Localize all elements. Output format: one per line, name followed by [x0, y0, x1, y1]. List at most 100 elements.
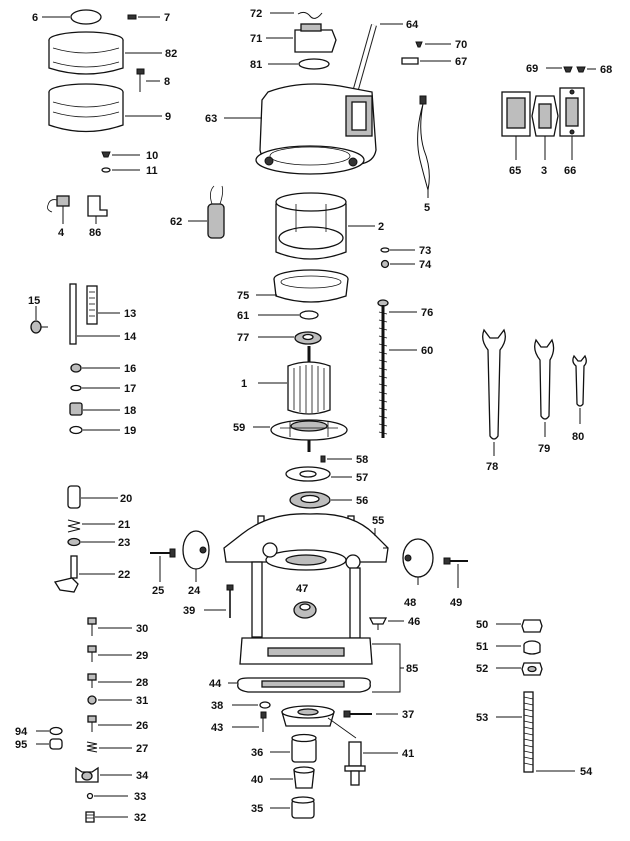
callout-46: 46	[408, 616, 420, 628]
callout-94: 94	[15, 726, 28, 738]
part-62-capacitor	[188, 185, 225, 239]
callout-24: 24	[188, 585, 201, 597]
part-69-screw	[546, 66, 573, 73]
callout-81: 81	[250, 59, 262, 71]
part-49-pin	[443, 557, 468, 588]
callout-58: 58	[356, 454, 368, 466]
part-31-nut	[87, 695, 132, 705]
part-64-cord-guard	[351, 23, 403, 97]
part-74-nut	[380, 259, 415, 269]
callout-57: 57	[356, 472, 368, 484]
callout-22: 22	[118, 569, 130, 581]
part-58-screw	[320, 455, 352, 463]
callout-28: 28	[136, 677, 148, 689]
part-79-wrench	[534, 338, 555, 437]
callout-74: 74	[419, 259, 432, 271]
part-9-housing-band	[48, 83, 162, 133]
callout-38: 38	[211, 700, 223, 712]
callout-40: 40	[251, 774, 263, 786]
part-32-set-screw	[85, 811, 128, 823]
part-6-cap	[42, 9, 102, 25]
callout-31: 31	[136, 695, 148, 707]
part-68-screw	[576, 66, 596, 73]
part-23-washer	[67, 537, 115, 547]
callout-63: 63	[205, 113, 217, 125]
callout-27: 27	[136, 743, 148, 755]
part-14-depth-rod	[69, 283, 120, 345]
part-71-switch	[266, 23, 337, 53]
callout-39: 39	[183, 605, 195, 617]
part-70-screw	[415, 41, 451, 48]
callout-56: 56	[356, 495, 368, 507]
callout-9: 9	[165, 111, 171, 123]
callout-55: 55	[372, 515, 384, 527]
callout-77: 60	[421, 345, 433, 357]
callout-21: 21	[118, 519, 130, 531]
callout-6: 6	[32, 12, 38, 24]
callout-26: 26	[136, 720, 148, 732]
part-33-ball	[86, 792, 128, 800]
callout-4: 4	[58, 227, 65, 239]
part-82-housing-band	[48, 31, 162, 75]
callout-68: 68	[600, 64, 612, 76]
callout-8: 8	[164, 76, 170, 88]
part-30-screw	[87, 617, 132, 636]
part-41-shaft	[344, 741, 398, 786]
part-95-nut	[36, 738, 63, 750]
callout-59: 59	[233, 422, 245, 434]
callout-49: 49	[450, 597, 462, 609]
callout-18: 18	[124, 405, 136, 417]
callout-3: 3	[541, 165, 547, 177]
callout-11: 11	[146, 165, 158, 177]
part-46-knob	[368, 617, 404, 630]
callout-13: 13	[124, 308, 136, 320]
callout-86: 86	[89, 227, 101, 239]
part-29-screw	[87, 645, 132, 662]
callout-35: 35	[251, 803, 263, 815]
part-67-clamp	[401, 57, 451, 65]
part-61-washer	[258, 310, 319, 320]
part-85-base-plate	[239, 637, 404, 693]
part-39-screw	[204, 584, 234, 618]
part-10-screw	[101, 151, 140, 158]
part-86-brush-holder	[87, 195, 108, 224]
part-36-collet	[270, 733, 317, 763]
callout-44: 44	[209, 678, 222, 690]
callout-43: 37	[402, 709, 414, 721]
part-16-nut	[70, 363, 120, 373]
part-78-wrench	[482, 328, 506, 456]
callout-53: 53	[476, 712, 488, 724]
part-19-ring	[69, 425, 120, 435]
part-59-fan	[253, 419, 348, 452]
callout-14: 14	[124, 331, 137, 343]
part-52-nut	[496, 662, 543, 676]
callout-33: 33	[134, 791, 146, 803]
part-47-collar	[293, 601, 317, 619]
part-63-motor-housing	[224, 83, 377, 175]
part-27-spring	[86, 741, 132, 753]
callout-32: 32	[134, 812, 146, 824]
callout-61: 61	[237, 310, 249, 322]
part-51-nut	[496, 640, 541, 655]
part-1-armature	[258, 346, 331, 415]
part-60-bearing	[258, 331, 322, 345]
callout-72: 72	[250, 8, 262, 20]
callout-34: 34	[136, 770, 149, 782]
callout-5: 5	[424, 202, 430, 214]
part-4-brush	[47, 195, 70, 224]
callout-82: 82	[165, 48, 177, 60]
part-44-sub-base	[228, 677, 371, 693]
collet-nut	[281, 705, 357, 739]
part-35-collet	[270, 796, 315, 819]
part-15-knob	[30, 306, 48, 334]
part-18-sleeve	[69, 402, 120, 416]
part-37-screw	[232, 711, 267, 732]
callout-17: 17	[124, 383, 136, 395]
callout-95: 95	[15, 739, 27, 751]
callout-64: 64	[406, 19, 419, 31]
part-72-wire	[270, 11, 323, 19]
part-76-screw-head	[377, 299, 417, 313]
part-11-washer	[101, 167, 140, 173]
part-17-washer	[70, 384, 120, 392]
